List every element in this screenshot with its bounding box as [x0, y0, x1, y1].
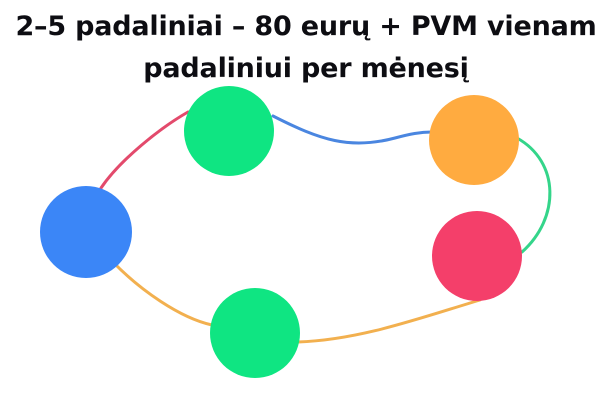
page-title: 2–5 padaliniai – 80 eurų + PVM vienam pa…: [0, 6, 612, 90]
connector-blue: [271, 114, 434, 145]
node-red-right: [432, 211, 522, 301]
node-blue-left: [40, 186, 132, 278]
connector-orange-left: [111, 260, 214, 327]
connector-teal: [515, 136, 552, 254]
connector-orange-right: [296, 298, 482, 344]
connector-red: [99, 110, 190, 190]
node-orange-right: [429, 95, 519, 185]
node-green-top: [184, 86, 274, 176]
node-green-bottom: [210, 288, 300, 378]
title-line-2: padaliniui per mėnesį: [143, 53, 469, 84]
title-line-1: 2–5 padaliniai – 80 eurų + PVM vienam: [15, 11, 597, 42]
